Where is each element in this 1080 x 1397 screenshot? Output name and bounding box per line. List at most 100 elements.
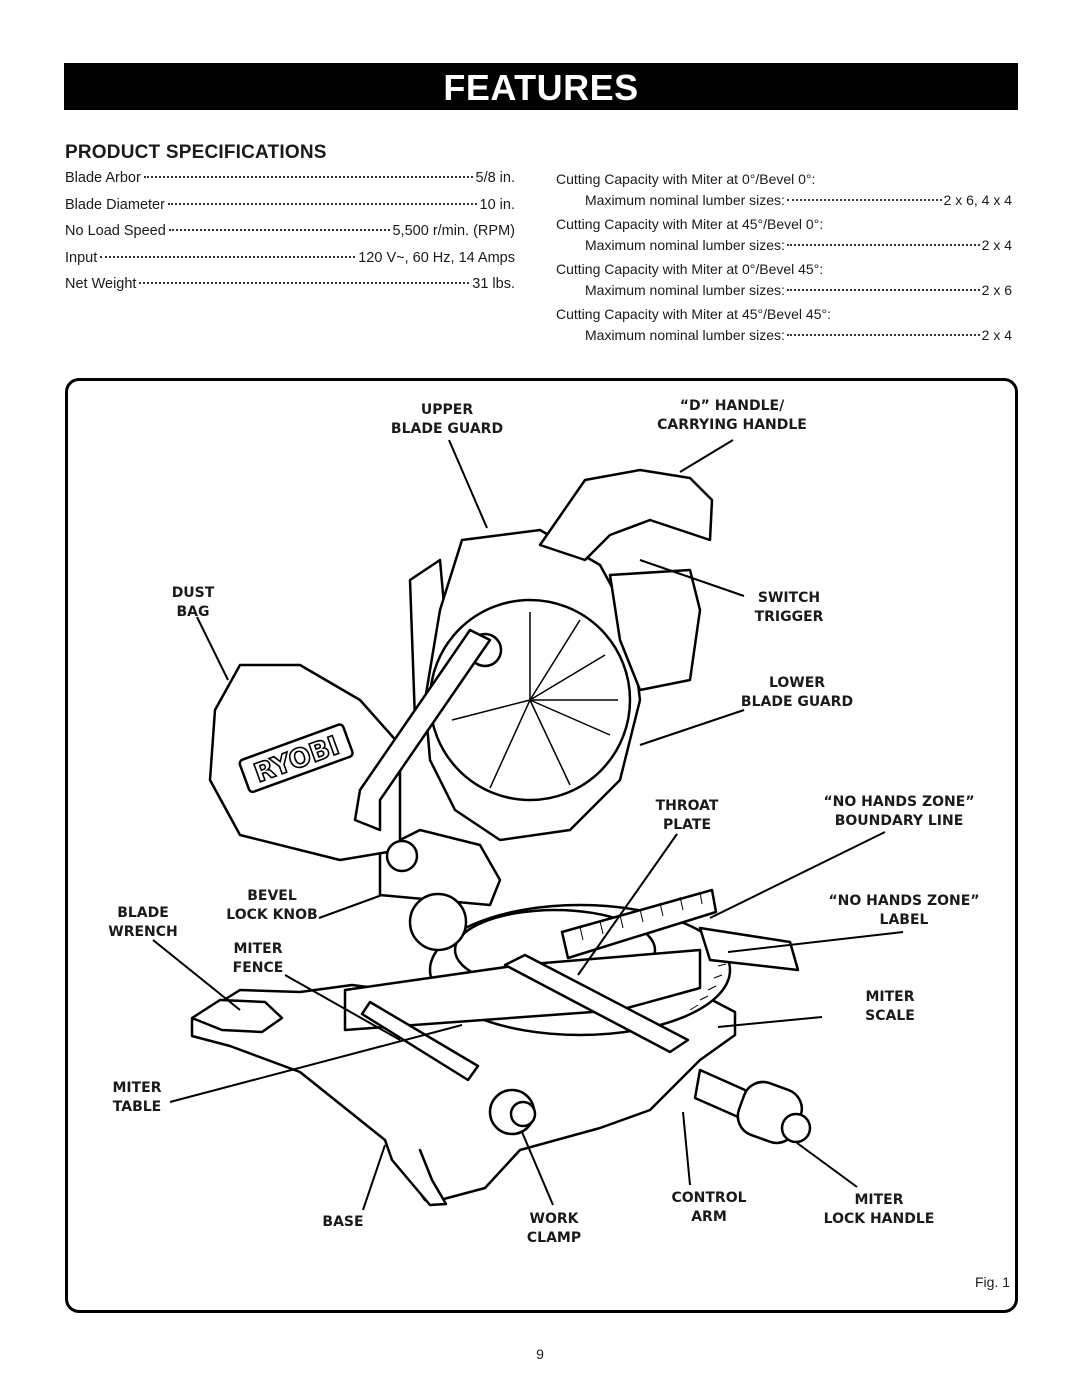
callout-lower-blade-guard: LOWER BLADE GUARD <box>741 674 853 712</box>
capacity-label: Maximum nominal lumber sizes: <box>585 192 785 208</box>
capacity-value: 2 x 6 <box>981 282 1012 298</box>
capacity-row: Maximum nominal lumber sizes: 2 x 4 <box>556 237 1012 261</box>
callout-base: BASE <box>322 1213 363 1232</box>
work-clamp-knob-cap <box>509 1100 537 1128</box>
capacity-label: Maximum nominal lumber sizes: <box>585 237 785 253</box>
capacity-value: 2 x 4 <box>981 237 1012 253</box>
work-clamp-screw <box>360 1000 480 1082</box>
callout-line: WORK <box>529 1211 579 1227</box>
callout-line: DUST <box>171 585 215 601</box>
spec-label: No Load Speed <box>65 223 166 239</box>
spec-label: Input <box>65 249 98 266</box>
callout-leaders <box>152 439 904 1211</box>
bevel-ruler <box>560 888 718 960</box>
callout-blade-wrench: BLADE WRENCH <box>108 904 178 942</box>
callout-control-arm: CONTROL ARM <box>671 1189 746 1227</box>
callout-line: TABLE <box>112 1099 162 1115</box>
callout-line: PLATE <box>662 817 712 833</box>
dot-leader <box>786 289 980 291</box>
callout-line: BASE <box>322 1214 364 1230</box>
bevel-lock-knob-shape <box>408 892 468 952</box>
callout-line: LOWER <box>768 675 826 691</box>
spec-value: 120 V~, 60 Hz, 14 Amps <box>358 249 515 266</box>
callout-bevel-lock-knob: BEVEL LOCK KNOB <box>226 887 317 925</box>
figure-caption: Fig. 1 <box>974 1274 1010 1290</box>
miter-scale-ticks <box>689 963 727 1011</box>
callout-line: ARM <box>691 1209 727 1225</box>
callout-line: “NO HANDS ZONE” <box>828 893 980 909</box>
callout-line: TRIGGER <box>754 609 824 625</box>
callout-line: BLADE GUARD <box>740 694 854 710</box>
capacity-title: Cutting Capacity with Miter at 0°/Bevel … <box>556 171 816 187</box>
dot-leader <box>786 244 980 246</box>
callout-line: SWITCH <box>757 590 821 606</box>
base-front-leg <box>383 1138 448 1207</box>
spec-value: 10 in. <box>479 196 515 213</box>
callout-throat-plate: THROAT PLATE <box>656 797 719 835</box>
callout-line: CARRYING HANDLE <box>657 417 807 433</box>
callout-line: MITER <box>112 1080 162 1096</box>
capacity-row: Maximum nominal lumber sizes: 2 x 6, 4 x … <box>556 192 1012 216</box>
callout-line: “D” HANDLE/ <box>679 398 785 414</box>
capacity-title: Cutting Capacity with Miter at 45°/Bevel… <box>556 306 831 322</box>
callout-line: MITER <box>854 1192 904 1208</box>
callout-line: FENCE <box>232 960 284 976</box>
capacity-title: Cutting Capacity with Miter at 45°/Bevel… <box>556 216 824 232</box>
product-specifications-heading: PRODUCT SPECIFICATIONS <box>65 142 327 163</box>
callout-upper-blade-guard: UPPER BLADE GUARD <box>391 401 503 439</box>
spec-value: 5/8 in. <box>475 170 516 186</box>
callout-line: BLADE <box>117 905 169 921</box>
spec-label: Net Weight <box>65 276 137 292</box>
spec-row-blade-arbor: Blade Arbor 5/8 in. <box>65 170 515 197</box>
spec-label: Blade Diameter <box>65 196 165 213</box>
callout-miter-scale: MITER SCALE <box>865 988 915 1026</box>
callout-dust-bag: DUST BAG <box>172 584 215 622</box>
dot-leader <box>786 334 980 336</box>
callout-line: LABEL <box>879 912 929 928</box>
callout-line: “NO HANDS ZONE” <box>823 794 975 810</box>
ruler-ticks <box>579 891 703 941</box>
capacity-title: Cutting Capacity with Miter at 0°/Bevel … <box>556 261 824 277</box>
capacity-value: 2 x 4 <box>981 327 1012 343</box>
callout-line: UPPER <box>420 402 474 418</box>
callout-line: CONTROL <box>671 1190 747 1206</box>
callout-no-hands-boundary: “NO HANDS ZONE” BOUNDARY LINE <box>823 793 974 831</box>
callout-line: MITER <box>865 989 915 1005</box>
callout-line: THROAT <box>655 798 719 814</box>
callout-line: BOUNDARY LINE <box>834 813 964 829</box>
callout-line: LOCK HANDLE <box>823 1211 935 1227</box>
callout-line: BLADE GUARD <box>390 421 504 437</box>
figure-frame <box>65 378 1018 1313</box>
spec-row-net-weight: Net Weight 31 lbs. <box>65 276 515 303</box>
callout-miter-table: MITER TABLE <box>112 1079 161 1117</box>
capacity-value: 2 x 6, 4 x 4 <box>943 192 1012 208</box>
pivot-knob <box>385 839 419 873</box>
spec-value: 5,500 r/min. (RPM) <box>392 223 515 239</box>
spec-row-input: Input 120 V~, 60 Hz, 14 Amps <box>65 250 515 277</box>
callout-line: LOCK KNOB <box>226 907 318 923</box>
dot-leader <box>143 176 473 178</box>
blade-spokes <box>451 612 618 789</box>
capacity-row: Maximum nominal lumber sizes:2 x 6 <box>556 282 1012 306</box>
capacity-label: Maximum nominal lumber sizes: <box>585 327 785 343</box>
guard-linkage <box>353 628 492 832</box>
spec-row-blade-diameter: Blade Diameter 10 in. <box>65 197 515 224</box>
miter-lock-handle-cap <box>780 1112 812 1144</box>
callout-line: BEVEL <box>247 888 297 904</box>
motor-housing <box>608 568 702 692</box>
d-handle-shape <box>538 468 714 562</box>
callout-line: SCALE <box>865 1008 915 1024</box>
callout-line: WRENCH <box>108 924 178 940</box>
callout-miter-lock-handle: MITER LOCK HANDLE <box>824 1191 935 1229</box>
callout-no-hands-label: “NO HANDS ZONE” LABEL <box>828 892 979 930</box>
callout-line: BAG <box>176 604 210 620</box>
spec-value: 31 lbs. <box>472 276 515 292</box>
features-banner: FEATURES <box>64 63 1018 110</box>
dot-leader <box>139 282 470 284</box>
spec-label: Blade Arbor <box>65 170 141 186</box>
base-left-foot <box>190 998 284 1034</box>
spec-row-no-load-speed: No Load Speed 5,500 r/min. (RPM) <box>65 223 515 250</box>
